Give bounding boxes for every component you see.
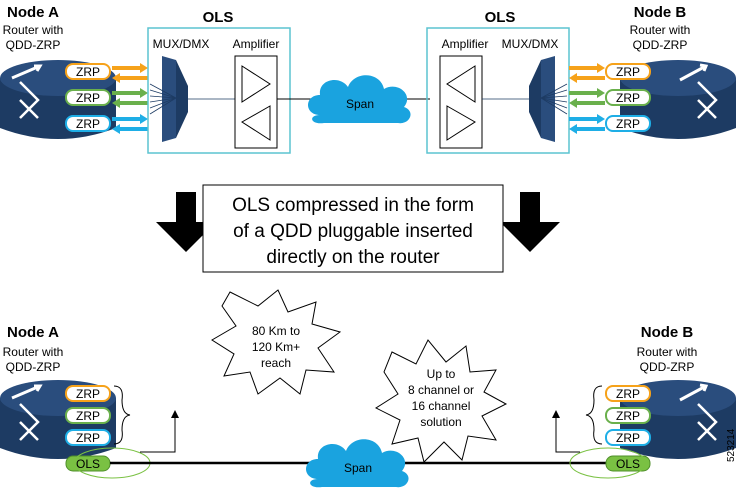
node-a-title: Node A [7,4,59,21]
zrp-label: ZRP [616,387,640,401]
reach-line-2: 120 Km+ [252,340,300,354]
zrp-label: ZRP [76,409,100,423]
node-a-subtitle-1: Router with [3,23,64,37]
channels-starburst: Up to 8 channel or 16 channel solution [374,339,508,463]
zrp-b-bottom: ZRP ZRP ZRP [605,385,651,446]
node-a-title-bottom: Node A [7,324,59,341]
ols-right-title: OLS [485,9,516,26]
callout-line-2: of a QDD pluggable inserted [233,221,473,242]
node-b-subtitle-1-bottom: Router with [637,345,698,359]
zrp-label: ZRP [616,91,640,105]
reach-line-3: reach [261,356,291,370]
node-a-subtitle-2: QDD-ZRP [6,38,61,52]
ols-label: OLS [76,457,100,471]
zrp-label: ZRP [76,431,100,445]
ols-left-title: OLS [203,9,234,26]
callout-line-3: directly on the router [266,247,440,268]
ols-pointer-b [552,410,580,453]
zrp-label: ZRP [76,117,100,131]
zrp-group-brace-b [585,385,603,445]
node-b-title: Node B [634,4,687,21]
node-b-subtitle-2: QDD-ZRP [633,38,688,52]
zrp-b-top: ZRP ZRP ZRP [605,63,651,132]
signal-arrows-b [569,63,605,134]
channels-line-1: Up to [427,367,456,381]
ols-right-box [426,27,570,154]
channels-line-4: solution [420,415,461,429]
zrp-label: ZRP [76,65,100,79]
channels-line-2: 8 channel or [408,383,474,397]
zrp-label: ZRP [616,409,640,423]
zrp-label: ZRP [76,387,100,401]
ols-highlight-b [569,447,647,479]
node-b-subtitle-1: Router with [630,23,691,37]
amplifier-right-icon [439,55,483,149]
zrp-group-brace-a [113,385,131,445]
signal-arrows-a [112,63,148,134]
ols-pluggable-a: OLS [65,455,111,472]
ols-left-amp-label: Amplifier [233,37,280,51]
span-label-bottom: Span [344,461,372,475]
mux-dmx-left-icon [149,56,235,142]
ols-left-box [147,27,291,154]
zrp-label: ZRP [616,117,640,131]
node-a-subtitle-2-bottom: QDD-ZRP [6,360,61,374]
figure-id: 523214 [726,428,737,462]
compression-callout-box [202,184,504,273]
zrp-label: ZRP [76,91,100,105]
node-b-subtitle-2-bottom: QDD-ZRP [640,360,695,374]
amplifier-left-icon [234,55,278,149]
zrp-label: ZRP [616,431,640,445]
reach-starburst: 80 Km to 120 Km+ reach [211,289,342,395]
ols-pluggable-b: OLS [605,455,651,472]
down-arrow-left-icon [156,192,216,252]
reach-line-1: 80 Km to [252,324,300,338]
channels-line-3: 16 channel [412,399,471,413]
ols-label: OLS [616,457,640,471]
ols-right-mux-label: MUX/DMX [502,37,559,51]
down-arrow-right-icon [500,192,560,252]
mux-dmx-right-icon [482,56,568,142]
zrp-a-top: ZRP ZRP ZRP [65,63,111,132]
zrp-a-bottom: ZRP ZRP ZRP [65,385,111,446]
ols-pointer-a [140,410,179,453]
callout-line-1: OLS compressed in the form [232,195,474,216]
zrp-label: ZRP [616,65,640,79]
node-b-title-bottom: Node B [641,324,694,341]
node-a-subtitle-1-bottom: Router with [3,345,64,359]
ols-left-mux-label: MUX/DMX [153,37,210,51]
ols-right-amp-label: Amplifier [442,37,489,51]
span-label-top: Span [346,97,374,111]
